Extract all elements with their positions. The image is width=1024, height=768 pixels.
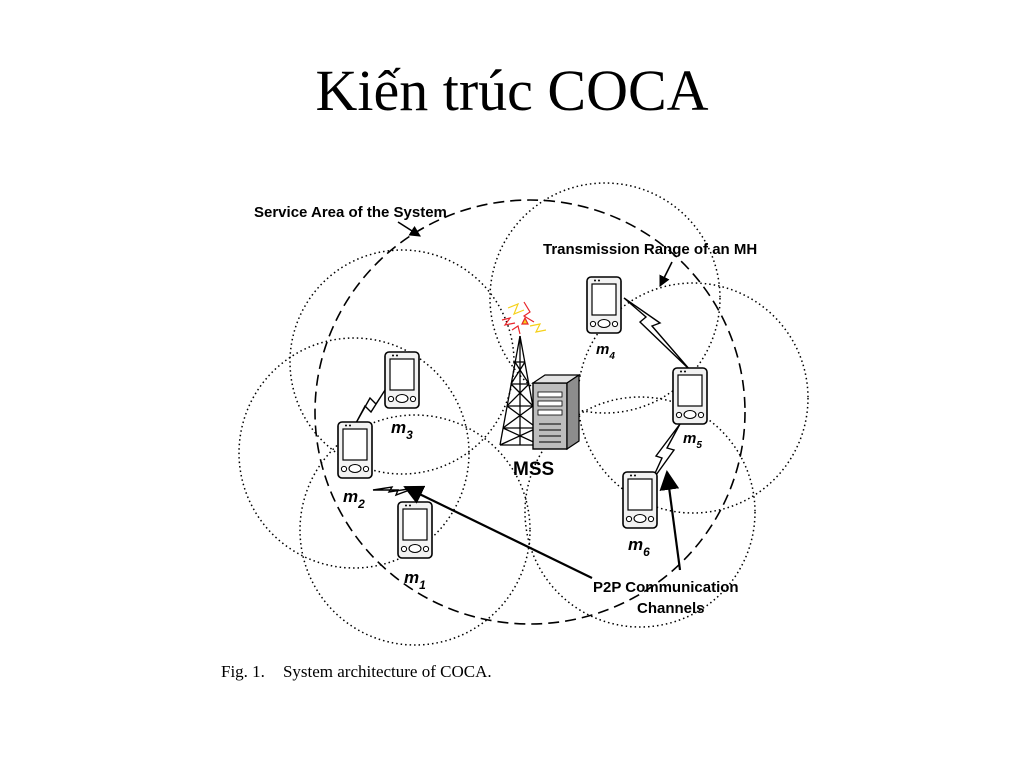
node-label-m4: m4: [596, 341, 615, 362]
signal-burst-icon: [501, 301, 547, 335]
arrow-to-transmission-range: [659, 261, 673, 288]
server-icon: [531, 373, 581, 451]
figure-caption-number: Fig. 1.: [221, 662, 265, 681]
node-label-m1: m1: [404, 568, 426, 592]
arrow-p2p-to-m2: [403, 485, 593, 579]
label-service-area: Service Area of the System: [254, 204, 447, 221]
p2p-link-m3-m2: [355, 386, 388, 424]
pda-icon-m2: [337, 421, 373, 479]
label-p2p-line1: P2P Communication: [593, 579, 739, 596]
pda-icon-m4: [586, 276, 622, 334]
label-p2p-line2: Channels: [637, 600, 705, 617]
label-mss: MSS: [513, 459, 554, 480]
node-label-m6: m6: [628, 535, 650, 559]
p2p-link-m4-m5: [623, 297, 691, 371]
range-circle-m6: [524, 396, 756, 628]
node-label-m2: m2: [343, 487, 365, 511]
pda-icon-m5: [672, 367, 708, 425]
range-circle-m2: [238, 337, 470, 569]
node-label-m5: m5: [683, 430, 702, 451]
node-label-m3: m3: [391, 418, 413, 442]
range-circle-m3: [289, 249, 515, 475]
pda-icon-m1: [397, 501, 433, 559]
range-circle-m1: [299, 414, 531, 646]
pda-icon-m6: [622, 471, 658, 529]
figure-caption: Fig. 1. System architecture of COCA.: [221, 662, 492, 681]
label-transmission-range: Transmission Range of an MH: [543, 241, 757, 258]
arrow-p2p-to-m6: [659, 470, 682, 571]
figure-caption-text: System architecture of COCA.: [283, 662, 492, 681]
slide-title: Kiến trúc COCA: [315, 58, 709, 123]
pda-icon-m3: [384, 351, 420, 409]
service-area-boundary: [314, 199, 746, 625]
annotation-arrows: [397, 221, 682, 579]
mss-base-station: [499, 301, 581, 451]
arrow-to-service-area: [397, 221, 421, 237]
p2p-links: [355, 297, 691, 497]
range-circle-m4: [489, 182, 721, 414]
